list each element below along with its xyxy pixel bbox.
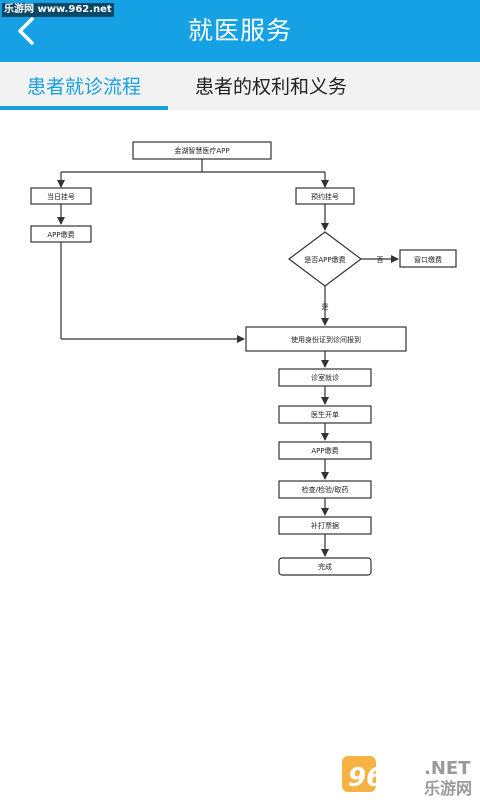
header-bar: 就医服务 乐游网 www.962.net — [0, 0, 480, 62]
tab-patient-process[interactable]: 患者就诊流程 — [26, 76, 141, 98]
flowchart-container: 金湖智慧医疗APP 当日挂号 APP缴费 预约挂号 是否APP缴费 否 窗口缴费… — [0, 110, 480, 800]
flow-node-checkin — [245, 326, 407, 352]
svg-text:乐游网: 乐游网 — [424, 779, 472, 798]
flow-label-no: 否 — [377, 256, 384, 264]
flowchart: 金湖智慧医疗APP 当日挂号 APP缴费 预约挂号 是否APP缴费 否 窗口缴费… — [30, 141, 457, 576]
flow-label-step-3: APP缴费 — [311, 446, 338, 455]
tab-patient-rights[interactable]: 患者的权利和义务 — [194, 76, 347, 98]
svg-text:.NET: .NET — [424, 758, 471, 779]
flow-label-step-5: 补打票据 — [311, 521, 339, 530]
flow-label-checkin: 使用身份证到诊间报到 — [291, 335, 361, 344]
tab-bar: 患者就诊流程 患者的权利和义务 — [0, 62, 480, 110]
chevron-left-icon — [18, 17, 34, 45]
flow-label-same-day: 当日挂号 — [47, 192, 75, 201]
tab-indicator — [0, 106, 168, 110]
flow-label-app-pay-left: APP缴费 — [47, 230, 74, 239]
back-button[interactable] — [8, 11, 48, 51]
flow-label-start: 金湖智慧医疗APP — [174, 146, 229, 155]
flow-label-step-6: 完成 — [318, 562, 332, 571]
flow-label-step-4: 检查/检验/取药 — [302, 485, 349, 494]
watermark-top: 乐游网 www.962.net — [2, 3, 114, 17]
flow-label-yes: 是 — [322, 303, 329, 311]
flow-label-appointment: 预约挂号 — [311, 192, 339, 201]
svg-text:962: 962 — [348, 763, 402, 793]
watermark-logo-graphic: 962 .NET 乐游网 — [342, 756, 472, 798]
flow-label-window-pay: 窗口缴费 — [414, 255, 442, 264]
page-title: 就医服务 — [187, 16, 292, 45]
flow-node-step-6 — [278, 557, 372, 576]
flow-node-window-pay — [399, 249, 457, 268]
flow-label-step-1: 诊室就诊 — [311, 373, 339, 382]
watermark-logo: 962 .NET 乐游网 — [340, 752, 480, 798]
flow-label-decision: 是否APP缴费 — [304, 255, 345, 264]
flow-label-step-2: 医生开单 — [311, 410, 339, 419]
